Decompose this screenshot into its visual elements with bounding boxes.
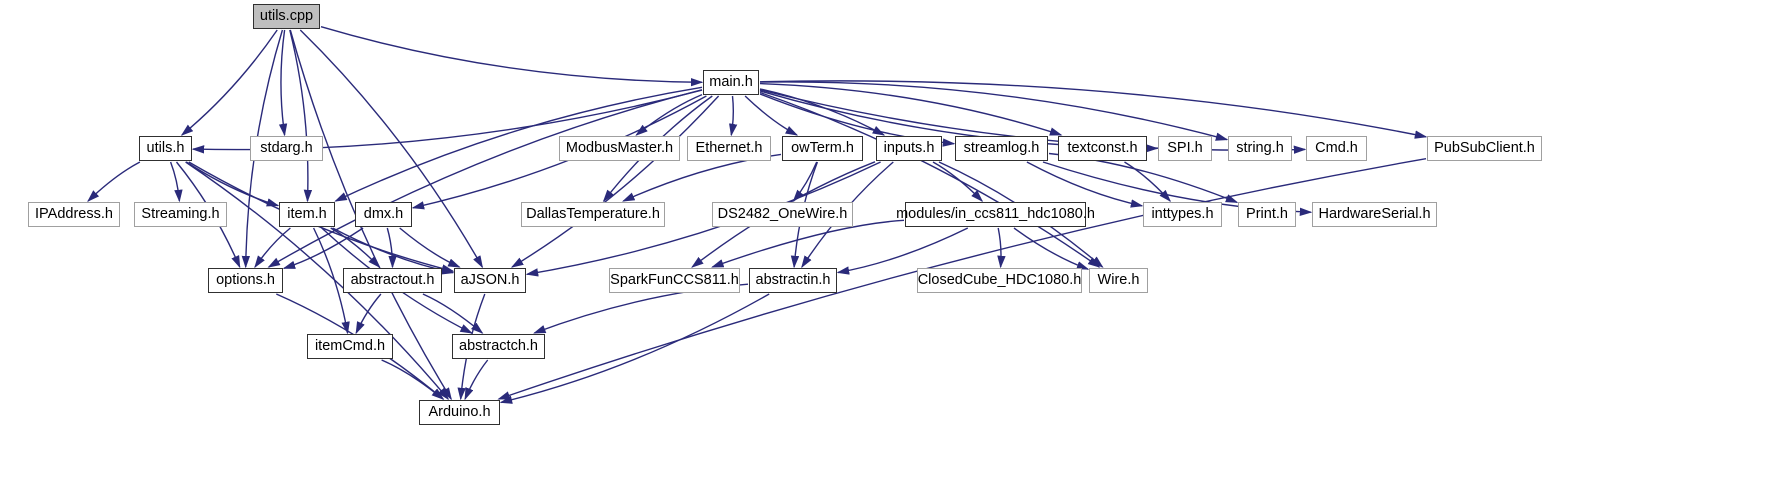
graph-edge <box>729 95 738 137</box>
graph-node-spi-h[interactable]: SPI.h <box>1158 136 1212 161</box>
graph-edge <box>282 227 364 269</box>
graph-edge <box>254 227 291 269</box>
graph-node-owterm-h[interactable]: owTerm.h <box>782 136 863 161</box>
graph-edge <box>312 227 350 335</box>
graph-edge <box>399 227 461 268</box>
graph-edge <box>185 161 280 207</box>
graph-node-stdarg-h[interactable]: stdarg.h <box>250 136 323 161</box>
graph-node-main-h[interactable]: main.h <box>703 70 759 95</box>
graph-edge <box>87 161 141 202</box>
graph-node-item-h[interactable]: item.h <box>279 202 335 227</box>
graph-node-abstractin-h[interactable]: abstractin.h <box>749 268 837 293</box>
graph-edge <box>411 95 707 210</box>
graph-edge <box>330 227 381 269</box>
graph-edge <box>278 29 288 137</box>
graph-edge <box>334 86 703 202</box>
graph-edge <box>422 293 484 334</box>
graph-edge <box>386 227 397 269</box>
graph-node-closedcube-hdc1080-h[interactable]: ClosedCube_HDC1080.h <box>917 268 1082 293</box>
graph-edge <box>1013 227 1090 270</box>
graph-node-streaming-h[interactable]: Streaming.h <box>134 202 227 227</box>
graph-edge <box>635 93 703 136</box>
graph-node-wire-h[interactable]: Wire.h <box>1089 268 1148 293</box>
graph-edge <box>622 153 782 202</box>
graph-node-abstractch-h[interactable]: abstractch.h <box>452 334 545 359</box>
graph-node-pubsubclient-h[interactable]: PubSubClient.h <box>1427 136 1542 161</box>
graph-edge <box>744 95 799 136</box>
graph-node-inputs-h[interactable]: inputs.h <box>876 136 942 161</box>
graph-node-ds2482-onewire-h[interactable]: DS2482_OneWire.h <box>712 202 853 227</box>
graph-node-string-h[interactable]: string.h <box>1228 136 1292 161</box>
graph-edge <box>711 219 905 268</box>
graph-edge <box>836 227 969 275</box>
graph-node-options-h[interactable]: options.h <box>208 268 283 293</box>
graph-node-utils-cpp[interactable]: utils.cpp <box>253 4 320 29</box>
graph-node-modbusmaster-h[interactable]: ModbusMaster.h <box>559 136 680 161</box>
graph-node-modules-in-ccs811[interactable]: modules/in_ccs811_hdc1080.h <box>896 202 1095 227</box>
graph-edge <box>169 161 183 203</box>
graph-edge <box>525 161 881 277</box>
graph-node-streamlog-h[interactable]: streamlog.h <box>955 136 1048 161</box>
graph-edge <box>499 293 770 404</box>
graph-edge <box>289 29 313 203</box>
graph-edge <box>997 227 1006 269</box>
graph-node-textconst-h[interactable]: textconst.h <box>1058 136 1147 161</box>
graph-edge <box>355 293 382 335</box>
graph-node-hardwareserial-h[interactable]: HardwareSerial.h <box>1312 202 1437 227</box>
graph-node-print-h[interactable]: Print.h <box>1238 202 1296 227</box>
graph-node-utils-h[interactable]: utils.h <box>139 136 192 161</box>
graph-edge <box>464 359 489 401</box>
graph-edge <box>510 95 720 268</box>
graph-edge <box>792 161 818 203</box>
graph-edge <box>932 161 984 202</box>
graph-node-ipaddress-h[interactable]: IPAddress.h <box>28 202 120 227</box>
graph-edge <box>185 161 450 401</box>
graph-edge <box>759 82 1063 136</box>
graph-node-ajson-h[interactable]: aJSON.h <box>454 268 526 293</box>
graph-edge <box>320 26 704 87</box>
graph-edge <box>381 359 444 400</box>
graph-node-sparkfunccs811-h[interactable]: SparkFunCCS811.h <box>609 268 740 293</box>
graph-edge <box>759 91 1101 268</box>
graph-node-dmx-h[interactable]: dmx.h <box>355 202 412 227</box>
graph-edge <box>497 158 1427 400</box>
graph-node-arduino-h[interactable]: Arduino.h <box>419 400 500 425</box>
graph-node-dallastemperature-h[interactable]: DallasTemperature.h <box>521 202 665 227</box>
graph-edge <box>759 80 1428 139</box>
graph-edge <box>180 29 278 136</box>
graph-node-cmd-h[interactable]: Cmd.h <box>1306 136 1367 161</box>
graph-edge <box>267 89 703 268</box>
graph-node-ethernet-h[interactable]: Ethernet.h <box>687 136 771 161</box>
graph-node-itemcmd-h[interactable]: itemCmd.h <box>307 334 393 359</box>
graph-node-inttypes-h[interactable]: inttypes.h <box>1143 202 1222 227</box>
graph-edge <box>1124 161 1172 203</box>
graph-edge <box>299 29 483 269</box>
graph-edge <box>1026 161 1144 208</box>
graph-edge <box>759 81 1229 141</box>
graph-node-abstractout-h[interactable]: abstractout.h <box>343 268 442 293</box>
